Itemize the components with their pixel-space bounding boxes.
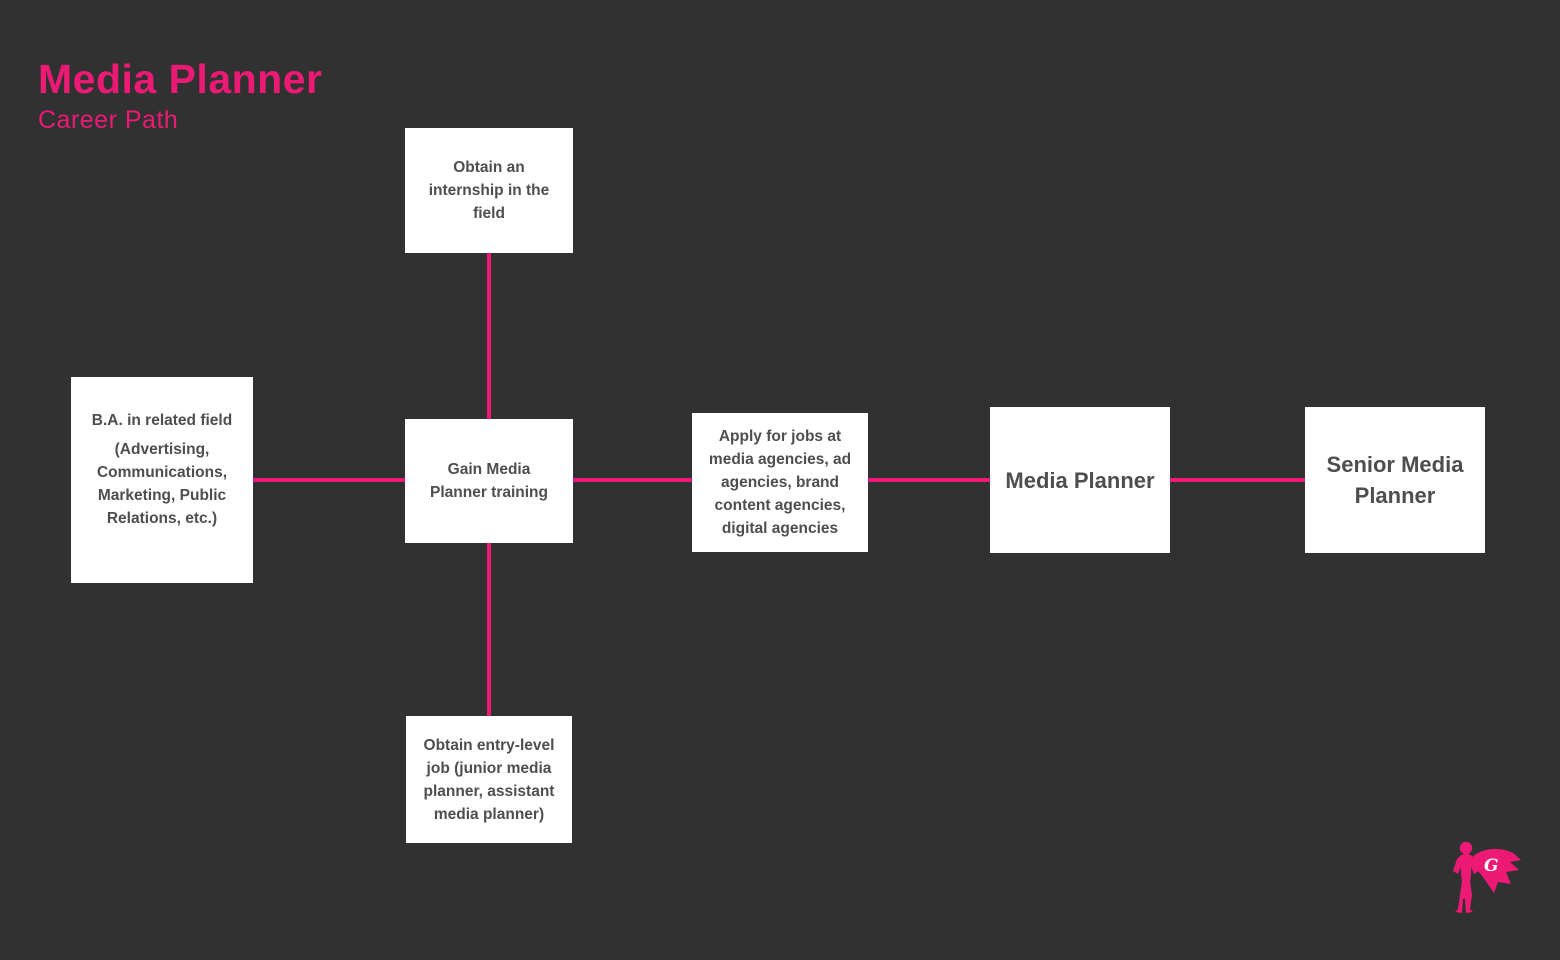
page-title: Media Planner — [38, 56, 323, 102]
node-gain-training-label: Gain Media Planner training — [430, 461, 548, 501]
node-senior-media-planner: Senior Media Planner — [1305, 407, 1485, 553]
node-apply-for-jobs-label: Apply for jobs at media agencies, ad age… — [708, 428, 852, 537]
node-gain-training: Gain Media Planner training — [405, 419, 573, 543]
node-ba-related-field-title: B.A. in related field — [91, 411, 233, 429]
header: Media Planner Career Path — [38, 56, 323, 135]
node-entry-level-job-label: Obtain entry-level job (junior media pla… — [423, 736, 555, 823]
logo-letter: G — [1484, 856, 1499, 876]
node-apply-for-jobs: Apply for jobs at media agencies, ad age… — [692, 413, 868, 552]
node-media-planner: Media Planner — [990, 407, 1170, 553]
node-obtain-internship-label: Obtain an internship in the field — [428, 159, 550, 222]
node-media-planner-label: Media Planner — [1005, 467, 1155, 493]
superhero-logo: G — [1452, 841, 1524, 917]
superhero-icon: G — [1453, 841, 1521, 913]
page-subtitle: Career Path — [38, 106, 179, 135]
node-senior-media-planner-label: Senior Media Planner — [1326, 452, 1464, 508]
node-ba-related-field-detail: (Advertising, Communications, Marketing,… — [96, 440, 228, 527]
node-obtain-internship: Obtain an internship in the field — [405, 128, 573, 253]
node-entry-level-job: Obtain entry-level job (junior media pla… — [406, 716, 572, 843]
node-ba-related-field: B.A. in related field (Advertising, Comm… — [71, 377, 253, 583]
